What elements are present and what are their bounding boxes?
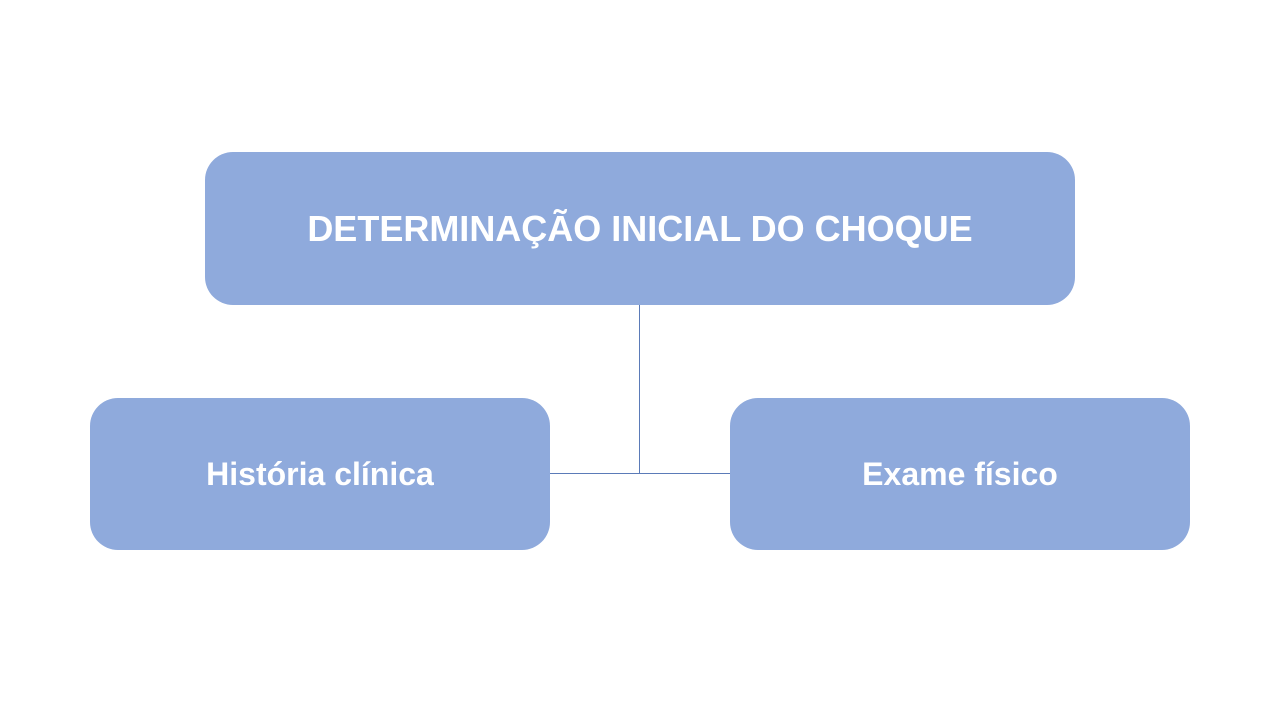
node-root-label: DETERMINAÇÃO INICIAL DO CHOQUE [307, 207, 973, 249]
node-child-left-label: História clínica [206, 455, 434, 492]
node-exame-fisico: Exame físico [730, 398, 1190, 550]
node-historia-clinica: História clínica [90, 398, 550, 550]
node-child-right-label: Exame físico [862, 455, 1058, 492]
node-determinacao-inicial-do-choque: DETERMINAÇÃO INICIAL DO CHOQUE [205, 152, 1075, 305]
connector-horizontal [550, 473, 730, 474]
connector-vertical [639, 305, 640, 474]
